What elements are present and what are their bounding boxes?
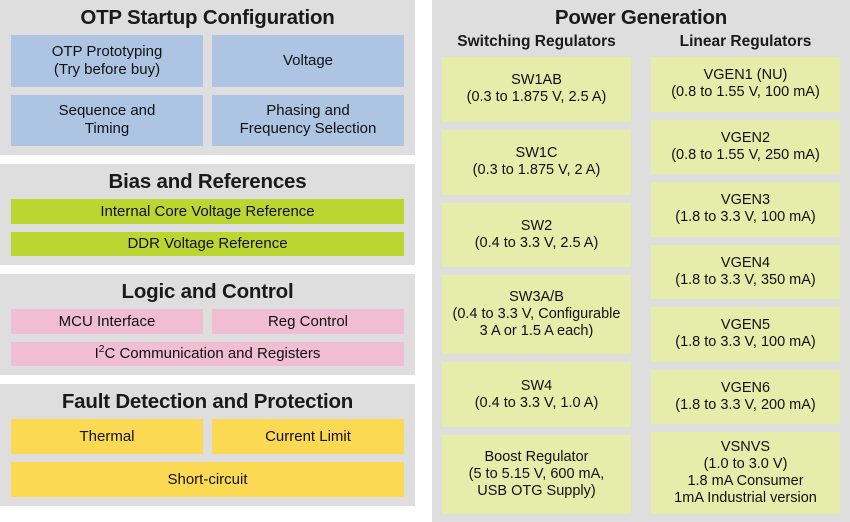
regulator-name: VGEN4: [720, 254, 771, 271]
regulator-name: SW4: [520, 377, 553, 394]
block-line: Timing: [84, 120, 130, 138]
panel-title-otp: OTP Startup Configuration: [80, 6, 335, 29]
regulator-spec-line: (0.8 to 1.55 V, 100 mA): [671, 84, 820, 101]
block-mcu-interface[interactable]: MCU Interface: [11, 309, 203, 334]
column-linear-regulators: VGEN1 (NU)(0.8 to 1.55 V, 100 mA)VGEN2(0…: [651, 57, 840, 514]
regulator-name: SW3A/B: [509, 289, 564, 306]
regulator-spec-line: USB OTG Supply): [477, 483, 596, 499]
block-line: Thermal: [79, 427, 135, 445]
block-thermal[interactable]: Thermal: [11, 419, 203, 454]
block-line: Voltage: [282, 51, 334, 69]
block-current-limit[interactable]: Current Limit: [212, 419, 404, 454]
regulator-spec-line: (5 to 5.15 V, 600 mA,: [468, 466, 605, 482]
logic-row-1: MCU Interface Reg Control: [11, 309, 404, 334]
regulator-spec-line: (0.8 to 1.55 V, 250 mA): [671, 146, 820, 163]
regulator-spec-line: (0.4 to 3.3 V, Configurable: [452, 306, 621, 323]
block-boost-regulator[interactable]: Boost Regulator(5 to 5.15 V, 600 mA,USB …: [442, 435, 631, 514]
block-ddr-voltage-reference[interactable]: DDR Voltage Reference: [11, 231, 404, 256]
regulator-spec-line: (1.8 to 3.3 V, 350 mA): [675, 271, 816, 288]
regulator-spec-line: 3 A or 1.5 A each): [479, 323, 594, 340]
block-line: Frequency Selection: [239, 120, 377, 138]
heading-linear-regulators: Linear Regulators: [679, 33, 812, 50]
left-column: OTP Startup Configuration OTP Prototypin…: [0, 0, 415, 522]
column-switching-regulators: SW1AB(0.3 to 1.875 V, 2.5 A)SW1C(0.3 to …: [442, 57, 631, 514]
regulator-headings: Switching Regulators Linear Regulators: [442, 32, 840, 52]
block-i2c-communication-and-registers[interactable]: I2C Communication and Registers: [11, 341, 404, 366]
regulator-spec-line: (1.8 to 3.3 V, 200 mA): [675, 396, 816, 413]
regulator-spec-line: (1.8 to 3.3 V, 100 mA): [675, 209, 816, 226]
fault-row-1: Thermal Current Limit: [11, 419, 404, 454]
panel-title-fault: Fault Detection and Protection: [61, 390, 354, 413]
block-line: MCU Interface: [58, 312, 156, 330]
block-vgen2[interactable]: VGEN2(0.8 to 1.55 V, 250 mA): [651, 119, 840, 175]
regulator-name: VGEN5: [720, 317, 771, 334]
block-sw2[interactable]: SW2(0.4 to 3.3 V, 2.5 A): [442, 202, 631, 268]
block-vgen3[interactable]: VGEN3(1.8 to 3.3 V, 100 mA): [651, 182, 840, 237]
fault-row-2: Short-circuit: [11, 462, 404, 497]
regulator-name: VGEN6: [720, 379, 771, 396]
block-voltage[interactable]: Voltage: [212, 35, 404, 87]
block-internal-core-voltage-reference[interactable]: Internal Core Voltage Reference: [11, 199, 404, 224]
block-short-circuit[interactable]: Short-circuit: [11, 462, 404, 497]
block-otp-prototyping[interactable]: OTP Prototyping (Try before buy): [11, 35, 203, 87]
fault-stack: Thermal Current Limit Short-circuit: [11, 419, 404, 497]
logic-stack: MCU Interface Reg Control I2C Communicat…: [11, 309, 404, 366]
panel-bias-and-references: Bias and References Internal Core Voltag…: [0, 164, 415, 265]
logic-row-2: I2C Communication and Registers: [11, 341, 404, 366]
regulator-spec-line: (1.0 to 3.0 V): [703, 456, 788, 473]
regulator-name: VGEN2: [720, 129, 771, 146]
panel-logic-and-control: Logic and Control MCU Interface Reg Cont…: [0, 274, 415, 375]
panel-power-generation: Power Generation Switching Regulators Li…: [432, 0, 850, 522]
block-line: Phasing and: [266, 102, 350, 120]
panel-title-logic: Logic and Control: [121, 280, 294, 303]
regulator-name: SW1AB: [511, 72, 562, 89]
block-line: OTP Prototyping: [51, 42, 163, 60]
block-line: Reg Control: [267, 312, 349, 330]
otp-row-1: OTP Prototyping (Try before buy) Voltage: [11, 35, 404, 87]
regulator-spec-line: 1.8 mA Consumer: [687, 473, 804, 490]
panel-otp-startup-configuration: OTP Startup Configuration OTP Prototypin…: [0, 0, 415, 155]
block-line: Current Limit: [265, 427, 351, 445]
block-line: DDR Voltage Reference: [127, 235, 288, 252]
block-phasing-and-frequency-selection[interactable]: Phasing and Frequency Selection: [212, 94, 404, 146]
regulator-spec-line: (1.8 to 3.3 V, 100 mA): [675, 334, 816, 351]
bias-stack: Internal Core Voltage Reference DDR Volt…: [11, 199, 404, 256]
panel-fault-detection-and-protection: Fault Detection and Protection Thermal C…: [0, 384, 415, 506]
regulator-columns: SW1AB(0.3 to 1.875 V, 2.5 A)SW1C(0.3 to …: [442, 57, 840, 514]
block-sequence-and-timing[interactable]: Sequence and Timing: [11, 94, 203, 146]
regulator-name: VGEN1 (NU): [703, 67, 788, 84]
regulator-name: Boost Regulator: [484, 449, 589, 465]
regulator-spec-line: (0.4 to 3.3 V, 1.0 A): [474, 394, 599, 411]
block-vgen6[interactable]: VGEN6(1.8 to 3.3 V, 200 mA): [651, 369, 840, 425]
panel-title-bias: Bias and References: [108, 170, 307, 193]
block-line: Short-circuit: [167, 470, 248, 488]
regulator-spec-line: (0.4 to 3.3 V, 2.5 A): [474, 234, 599, 251]
regulator-name: VGEN3: [720, 192, 771, 209]
regulator-spec-line: (0.3 to 1.875 V, 2 A): [472, 162, 601, 179]
block-reg-control[interactable]: Reg Control: [212, 309, 404, 334]
heading-switching-regulators: Switching Regulators: [457, 33, 616, 50]
regulator-name: SW2: [520, 217, 553, 234]
regulator-spec-line: (0.3 to 1.875 V, 2.5 A): [466, 89, 607, 106]
block-sw1c[interactable]: SW1C(0.3 to 1.875 V, 2 A): [442, 129, 631, 195]
block-line: Sequence and: [58, 102, 156, 120]
otp-row-2: Sequence and Timing Phasing and Frequenc…: [11, 94, 404, 146]
block-sw4[interactable]: SW4(0.4 to 3.3 V, 1.0 A): [442, 362, 631, 427]
block-line: (Try before buy): [53, 60, 161, 78]
panel-title-power-generation: Power Generation: [554, 6, 728, 29]
block-vgen4[interactable]: VGEN4(1.8 to 3.3 V, 350 mA): [651, 244, 840, 300]
regulator-spec-line: 1mA Industrial version: [674, 490, 817, 507]
block-vgen1-nu[interactable]: VGEN1 (NU)(0.8 to 1.55 V, 100 mA): [651, 57, 840, 112]
block-line: I2C Communication and Registers: [94, 344, 321, 362]
block-line: Internal Core Voltage Reference: [100, 202, 315, 220]
regulator-name: VSNVS: [720, 439, 771, 456]
regulator-name: SW1C: [515, 145, 558, 162]
block-sw1ab[interactable]: SW1AB(0.3 to 1.875 V, 2.5 A): [442, 57, 631, 122]
block-vgen5[interactable]: VGEN5(1.8 to 3.3 V, 100 mA): [651, 307, 840, 362]
